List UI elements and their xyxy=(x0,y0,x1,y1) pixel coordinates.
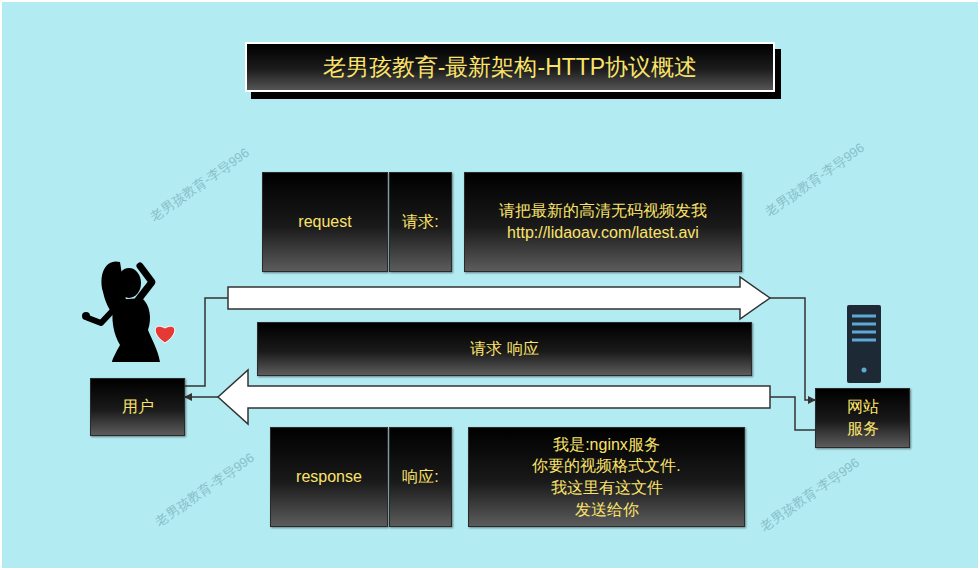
exchange-box: 请求 响应 xyxy=(257,322,752,376)
request-flow-arrow xyxy=(185,277,815,400)
node-text: response xyxy=(296,466,362,488)
user-box: 用户 xyxy=(90,378,185,436)
node-text: 用户 xyxy=(122,396,154,418)
node-text: 请求 响应 xyxy=(470,338,538,360)
connector-line xyxy=(185,298,815,400)
request-flow-arrow xyxy=(185,370,815,430)
watermark: 老男孩教育-李导996 xyxy=(757,454,863,536)
node-text: 网站 服务 xyxy=(843,396,883,439)
server-icon xyxy=(847,305,881,383)
response-label-box: response xyxy=(270,427,388,527)
title-banner: 老男孩教育-最新架构-HTTP协议概述 xyxy=(245,42,775,92)
block-arrow xyxy=(218,370,770,424)
request-tag-box: 请求: xyxy=(389,172,452,272)
request-label-box: request xyxy=(262,172,388,272)
heart-icon xyxy=(155,326,175,343)
title-text: 老男孩教育-最新架构-HTTP协议概述 xyxy=(323,52,697,83)
node-text: 响应: xyxy=(402,466,438,488)
server-box: 网站 服务 xyxy=(815,388,910,448)
block-arrow xyxy=(228,277,770,319)
user-silhouette xyxy=(82,261,175,362)
node-text: 请求: xyxy=(402,211,438,233)
request-content-box: 请把最新的高清无码视频发我 http://lidaoav.com/latest.… xyxy=(464,172,742,272)
node-text: request xyxy=(298,211,351,233)
response-content-box: 我是:nginx服务 你要的视频格式文件. 我这里有这文件 发送给你 xyxy=(468,427,745,527)
watermark: 老男孩教育-李导996 xyxy=(152,449,258,531)
watermark: 老男孩教育-李导996 xyxy=(762,139,868,221)
response-tag-box: 响应: xyxy=(389,427,452,527)
node-text: 我是:nginx服务 你要的视频格式文件. 我这里有这文件 发送给你 xyxy=(519,434,694,520)
node-text: 请把最新的高清无码视频发我 http://lidaoav.com/latest.… xyxy=(472,200,734,243)
watermark: 老男孩教育-李导996 xyxy=(147,144,253,226)
